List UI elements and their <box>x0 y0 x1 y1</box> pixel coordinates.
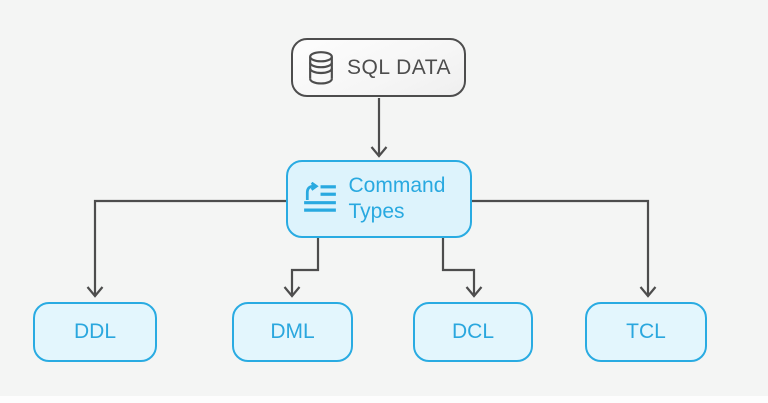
node-ddl: DDL <box>33 302 157 362</box>
node-dml-label: DML <box>270 320 315 343</box>
node-command-types: Command Types <box>286 160 472 238</box>
arrowhead-ddl <box>86 286 104 298</box>
node-dml: DML <box>232 302 353 362</box>
arrowhead-hub <box>370 146 388 158</box>
node-command-types-label: Command Types <box>348 173 446 223</box>
node-tcl-label: TCL <box>626 320 666 343</box>
arrowhead-tcl <box>639 286 657 298</box>
connector-hub-dml <box>290 238 320 294</box>
node-sql-data: SQL DATA <box>291 38 466 97</box>
node-ddl-label: DDL <box>73 320 116 343</box>
node-dcl-label: DCL <box>451 320 494 343</box>
connector-hub-tcl <box>471 199 650 294</box>
node-sql-data-label: SQL DATA <box>347 55 451 79</box>
bottom-strip <box>0 396 768 403</box>
node-tcl: TCL <box>585 302 707 362</box>
database-icon <box>306 49 336 87</box>
node-dcl: DCL <box>413 302 533 362</box>
connector-hub-ddl <box>93 199 287 294</box>
arrowhead-dml <box>283 286 301 298</box>
command-list-icon <box>302 182 338 216</box>
connector-hub-dcl <box>441 238 476 294</box>
arrowhead-dcl <box>465 286 483 298</box>
